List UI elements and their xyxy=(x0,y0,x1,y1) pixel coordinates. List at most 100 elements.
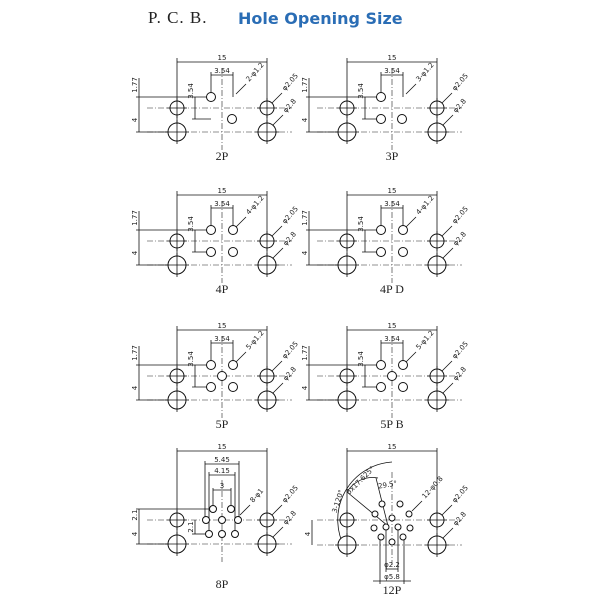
small-hole-callout: φ2.05 xyxy=(451,205,470,225)
pin-hole xyxy=(209,505,217,513)
angle-arc xyxy=(346,477,379,493)
dimension-text: 15 xyxy=(218,187,227,195)
dimension-text: 1.77 xyxy=(131,345,139,361)
dimension-text: 3.54 xyxy=(214,335,230,343)
small-hole-callout: φ2.05 xyxy=(281,72,300,92)
large-hole-callout: φ2.8 xyxy=(282,97,298,114)
dimension-text: 1.77 xyxy=(131,77,139,93)
leader-line xyxy=(271,360,283,372)
leader-line xyxy=(271,225,283,237)
pin-hole xyxy=(376,247,386,257)
leader-line xyxy=(441,225,453,237)
pin-hole xyxy=(371,510,379,518)
leader-line xyxy=(442,382,454,394)
pin-hole xyxy=(388,538,396,546)
pin-hole xyxy=(398,225,408,235)
pin-hole xyxy=(398,382,408,392)
pin-hole xyxy=(397,114,407,124)
dimension-text: 15 xyxy=(218,54,227,62)
dimension-text: φ5.8 xyxy=(384,573,400,581)
pin-callout: 8-φ1 xyxy=(249,487,266,504)
dimension-text: 15 xyxy=(388,443,397,451)
pin-hole xyxy=(206,382,216,392)
pin-hole xyxy=(234,516,242,524)
dimension-text: 1.77 xyxy=(301,77,309,93)
dimension-text: 3.54 xyxy=(384,335,400,343)
pin-callout: 5-φ1.2 xyxy=(245,329,266,351)
footprint-label: 8P xyxy=(216,577,229,591)
leader-line xyxy=(235,216,247,228)
dimension-text: 15 xyxy=(388,322,397,330)
dimension-text: 3-120° xyxy=(331,489,346,514)
dimension-text: 15 xyxy=(218,322,227,330)
small-hole-callout: φ2.05 xyxy=(281,205,300,225)
pin-hole xyxy=(228,382,238,392)
extension-line xyxy=(346,491,389,527)
pin-hole xyxy=(396,500,404,508)
pin-callout: 2-φ1.2 xyxy=(245,61,266,83)
large-hole-callout: φ2.8 xyxy=(452,97,468,114)
pcb-label: P. C. B. xyxy=(148,8,208,27)
dimension-text: 4 xyxy=(131,117,139,122)
pin-hole xyxy=(228,247,238,257)
pin-hole xyxy=(398,247,408,257)
dimension-text: 4.15 xyxy=(214,467,230,475)
pin-hole xyxy=(376,92,386,102)
footprint-label: 5P B xyxy=(380,417,403,431)
leader-line xyxy=(271,504,283,516)
pin-hole xyxy=(202,516,210,524)
dimension-text: 4 xyxy=(304,531,312,536)
pin-hole xyxy=(376,114,386,124)
pin-hole xyxy=(205,530,213,538)
leader-line xyxy=(272,382,284,394)
dimension-text: 4 xyxy=(131,250,139,255)
dimension-text: 15 xyxy=(218,443,227,451)
leader-line xyxy=(235,83,247,95)
pin-callout: 4-φ1.2 xyxy=(245,194,266,216)
dimension-text: 3.54 xyxy=(357,351,365,367)
dimension-text: 3 xyxy=(220,482,224,490)
pin-hole xyxy=(228,225,238,235)
dimension-text: 1.77 xyxy=(131,210,139,226)
leader-line xyxy=(239,504,251,516)
dimension-text: 3.54 xyxy=(187,216,195,232)
dimension-text: 3.54 xyxy=(214,67,230,75)
dimension-text: 15 xyxy=(388,187,397,195)
large-hole-callout: φ2.8 xyxy=(452,230,468,247)
pin-hole xyxy=(376,225,386,235)
pin-hole xyxy=(376,360,386,370)
leader-line xyxy=(271,92,283,104)
angle-arc xyxy=(337,461,393,549)
dimension-text: 3.54 xyxy=(384,200,400,208)
pin-hole xyxy=(387,371,397,381)
leader-line xyxy=(442,114,454,126)
leader-line xyxy=(272,247,284,259)
pin-hole xyxy=(406,524,414,532)
dimension-text: 4 xyxy=(131,385,139,390)
dimension-text: 3.54 xyxy=(357,216,365,232)
leader-line xyxy=(441,92,453,104)
pin-hole xyxy=(227,505,235,513)
dimension-text: 1.77 xyxy=(301,345,309,361)
leader-line xyxy=(272,114,284,126)
pin-callout: 12-φ0.8 xyxy=(421,475,445,501)
footprint-label: 12P xyxy=(383,583,402,597)
pin-hole xyxy=(399,533,407,541)
pin-hole xyxy=(218,516,226,524)
large-hole-callout: φ2.8 xyxy=(452,365,468,382)
pin-hole xyxy=(376,382,386,392)
pin-hole xyxy=(206,92,216,102)
pin-hole xyxy=(218,530,226,538)
dimension-text: 3.54 xyxy=(214,200,230,208)
pin-hole xyxy=(370,524,378,532)
dimension-text: 3.54 xyxy=(384,67,400,75)
dimension-text: 29.5° xyxy=(378,479,398,490)
pin-hole xyxy=(206,360,216,370)
dimension-text: 5.45 xyxy=(214,456,230,464)
